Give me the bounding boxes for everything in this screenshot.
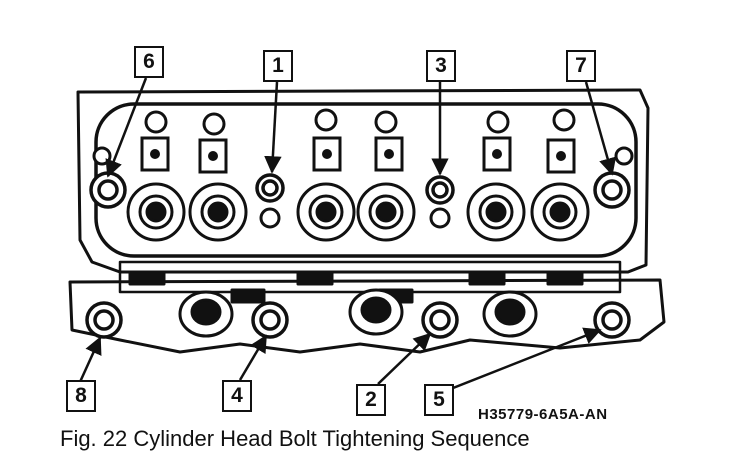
small-hole: [552, 108, 576, 132]
valve: [126, 182, 186, 242]
pedestal-hole: [322, 149, 332, 159]
small-hole: [429, 207, 451, 229]
leader-5: [447, 327, 602, 392]
pedestal-hole: [492, 149, 502, 159]
leader-4: [238, 334, 268, 381]
figure-caption: Fig. 22 Cylinder Head Bolt Tightening Se…: [60, 426, 530, 451]
callout-3: 3: [426, 50, 456, 82]
callout-7: 7: [566, 50, 596, 82]
leader-8: [78, 336, 102, 383]
callout-1: 1: [263, 50, 293, 82]
callout-2: 2: [356, 384, 386, 416]
valve: [296, 182, 356, 242]
leader-7: [584, 81, 617, 176]
port-strip: [118, 260, 622, 294]
callout-6: 6: [134, 46, 164, 78]
port-slot: [128, 270, 166, 286]
callout-5: 5: [424, 384, 454, 416]
head-outline: [76, 88, 650, 274]
small-hole: [92, 146, 112, 166]
callout-4: 4: [222, 380, 252, 412]
small-hole: [374, 110, 398, 134]
lower-flange: [68, 278, 666, 354]
part-number: H35779-6A5A-AN: [478, 406, 608, 423]
port-nozzle: [482, 290, 538, 338]
small-hole: [314, 108, 338, 132]
cylinder-head-drawing: [68, 77, 666, 392]
small-hole: [259, 207, 281, 229]
port-nozzle: [348, 288, 404, 336]
leader-1: [264, 81, 282, 174]
valve: [466, 182, 526, 242]
port-slot: [230, 288, 266, 304]
callout-8: 8: [66, 380, 96, 412]
pedestal-hole: [556, 151, 566, 161]
port-slot: [546, 270, 584, 286]
valve: [530, 182, 590, 242]
small-hole: [144, 110, 168, 134]
rocker-pedestal: [374, 136, 404, 172]
small-hole: [202, 112, 226, 136]
pedestal-hole: [208, 151, 218, 161]
port-nozzle: [178, 290, 234, 338]
valve: [188, 182, 248, 242]
leader-6: [105, 77, 148, 178]
port-slot: [468, 270, 506, 286]
small-hole: [614, 146, 634, 166]
pedestal-hole: [384, 149, 394, 159]
leader-2: [377, 332, 432, 385]
port-slot: [296, 270, 334, 286]
small-hole: [486, 110, 510, 134]
valve: [356, 182, 416, 242]
pedestal-hole: [150, 149, 160, 159]
